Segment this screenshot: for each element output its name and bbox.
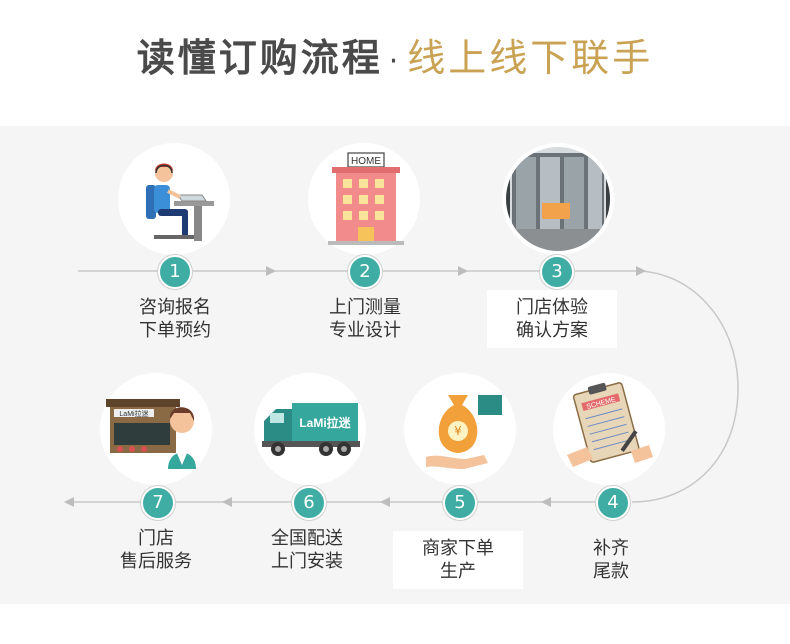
step-6-line2: 上门安装	[271, 551, 343, 572]
store-service-icon: LaMi拉迷	[106, 399, 196, 469]
step-5-number: 5	[443, 486, 477, 520]
step-7-label: 门店 售后服务	[91, 527, 221, 573]
title-sub: 线上线下联手	[407, 36, 654, 80]
step-5-line1: 商家下单	[422, 538, 494, 559]
step-2-number: 2	[348, 255, 382, 289]
money-bag-icon: ¥	[426, 395, 502, 469]
step-5-line2: 生产	[440, 561, 476, 582]
step-4-icon-circle: SCHEME	[553, 373, 665, 485]
svg-text:¥: ¥	[454, 424, 462, 438]
step-7-number: 7	[141, 486, 175, 520]
step-4-line1: 补齐	[593, 538, 629, 559]
step-3-number: 3	[540, 255, 574, 289]
title-main: 读懂订购流程	[136, 36, 383, 80]
step-2-icon-circle: HOME	[308, 143, 420, 255]
home-sign-text: HOME	[351, 156, 381, 167]
step-6-icon-circle: LaMi拉迷	[254, 373, 366, 485]
step-1-line2: 下单预约	[139, 320, 211, 341]
step-3-label: 门店体验 确认方案	[487, 290, 617, 348]
step-1-label: 咨询报名 下单预约	[110, 296, 240, 342]
step-3-icon-circle	[502, 143, 614, 255]
step-3-line1: 门店体验	[516, 297, 588, 318]
step-7-line2: 售后服务	[120, 551, 192, 572]
customer-service-icon	[146, 163, 214, 241]
clipboard-scheme-icon: SCHEME	[567, 382, 653, 467]
step-1-number: 1	[158, 255, 192, 289]
step-2-label: 上门测量 专业设计	[300, 296, 430, 342]
step-1-icon-circle	[118, 143, 230, 255]
step-2-line2: 专业设计	[329, 320, 401, 341]
step-6-line1: 全国配送	[271, 528, 343, 549]
page-title: 读懂订购流程·线上线下联手	[0, 30, 790, 90]
step-5-label: 商家下单 生产	[393, 531, 523, 589]
step-4-line2: 尾款	[593, 561, 629, 582]
step-7-line1: 门店	[138, 528, 174, 549]
delivery-truck-icon: LaMi拉迷	[262, 403, 360, 456]
step-6-number: 6	[292, 486, 326, 520]
truck-text: LaMi拉迷	[299, 415, 351, 430]
step-4-label: 补齐 尾款	[546, 537, 676, 583]
step-3-line2: 确认方案	[516, 320, 588, 341]
store-text: LaMi拉迷	[119, 409, 148, 418]
title-separator: ·	[388, 44, 402, 79]
step-2-line1: 上门测量	[329, 297, 401, 318]
step-7-icon-circle: LaMi拉迷	[100, 373, 212, 485]
step-6-label: 全国配送 上门安装	[242, 527, 372, 573]
room-photo-icon	[506, 147, 610, 251]
step-1-line1: 咨询报名	[139, 297, 211, 318]
home-building-icon: HOME	[328, 152, 404, 245]
step-5-icon-circle: ¥	[404, 373, 516, 485]
step-4-number: 4	[596, 486, 630, 520]
